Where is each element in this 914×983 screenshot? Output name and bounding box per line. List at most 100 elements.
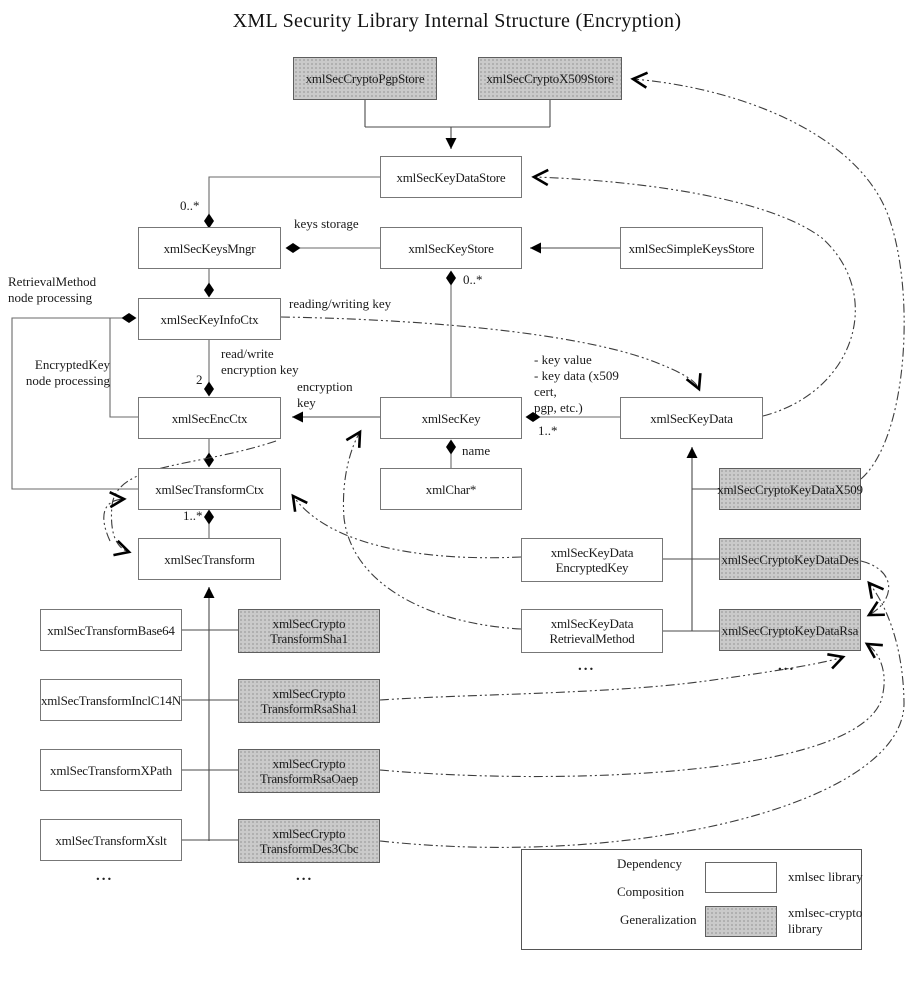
- node-xmlsectransformxslt: xmlSecTransformXslt: [40, 819, 182, 861]
- comp-keydatastore-keysmngr: [204, 176, 380, 229]
- legend-swatch-xmlsec: [705, 862, 777, 893]
- gen-transform-stubs: [182, 629, 238, 841]
- node-xmlsectransform: xmlSecTransform: [138, 538, 281, 580]
- node-xmlseckeysmngr: xmlSecKeysMngr: [138, 227, 281, 269]
- node-xmlseccryptokeydatarsa: xmlSecCryptoKeyDataRsa: [719, 609, 861, 651]
- label-multiplicity-two: 2: [196, 372, 203, 387]
- node-xmlseccryptokeydatades: xmlSecCryptoKeyDataDes: [719, 538, 861, 580]
- label-encryptedkey-note-line2: node processing: [25, 373, 110, 388]
- label-name: name: [462, 443, 491, 458]
- legend-swatch-xmlsec-crypto: [705, 906, 777, 937]
- node-xmlseccryptokeydatax509: xmlSecCryptoKeyDataX509: [717, 468, 863, 510]
- label-reading-writing-key: reading/writing key: [289, 296, 392, 311]
- node-xmlsectransformctx: xmlSecTransformCtx: [138, 468, 281, 510]
- dep-encryptedkey-transformctx: [291, 493, 522, 559]
- label-key-value-line1: - key value: [534, 352, 592, 367]
- node-label: xmlSecTransformXslt: [55, 832, 167, 848]
- node-label: xmlSecKeyDataStore: [396, 169, 506, 185]
- dep-cryptokeydatax509-x509store: [630, 71, 905, 480]
- node-label: xmlSecKeyData: [650, 410, 733, 426]
- composition-lines: [11, 176, 620, 538]
- legend-label-xmlsec-library: xmlsec library: [788, 869, 863, 884]
- node-xmlseckeystore: xmlSecKeyStore: [380, 227, 522, 269]
- label-read-write-line2: encryption key: [221, 362, 299, 377]
- node-label: xmlSecKeyInfoCtx: [160, 311, 259, 327]
- node-xmlchar: xmlChar*: [380, 468, 522, 510]
- legend-label-dependency: Dependency: [617, 856, 682, 871]
- label-multiplicity-transformctx: 1..*: [183, 508, 203, 523]
- label-encryption-key-line1: encryption: [297, 379, 353, 394]
- node-xmlseccryptox509store: xmlSecCryptoX509Store: [478, 57, 622, 100]
- ellipsis-transforms-right: ...: [296, 868, 314, 884]
- legend-label-composition: Composition: [617, 884, 685, 899]
- diagram-title: XML Security Library Internal Structure …: [232, 10, 682, 32]
- node-xmlseccryptopgpstore: xmlSecCryptoPgpStore: [293, 57, 437, 100]
- label-multiplicity-key: 1..*: [538, 423, 558, 438]
- node-xmlseckeydatastore: xmlSecKeyDataStore: [380, 156, 522, 198]
- node-xmlsectransforminclc14n: xmlSecTransformInclC14N: [40, 679, 182, 721]
- node-label: xmlSecTransformInclC14N: [40, 692, 182, 708]
- node-xmlseckeyinfoctx: xmlSecKeyInfoCtx: [138, 298, 281, 340]
- label-retrievalmethod-note-line1: RetrievalMethod: [8, 274, 97, 289]
- node-xmlsecencctx: xmlSecEncCtx: [138, 397, 281, 439]
- dep-hook-transformctx: [103, 490, 127, 542]
- label-encryptedkey-note-line1: EncryptedKey: [34, 357, 110, 372]
- label-read-write-line1: read/write: [221, 346, 274, 361]
- label-key-value-line4: pgp, etc.): [534, 400, 583, 415]
- dep-retrievalmethod-key: [342, 429, 522, 630]
- legend: [521, 849, 862, 950]
- legend-label-crypto-library-line1: xmlsec-crypto: [788, 905, 863, 920]
- dep-rsasha1-keydatarsa: [379, 653, 846, 701]
- dep-keydata-keydatastore: [531, 168, 856, 417]
- gen-keydata-stubs: [663, 488, 719, 632]
- ellipsis-keydata-right: ...: [778, 658, 796, 674]
- node-xmlsecsimplekeysstore: xmlSecSimpleKeysStore: [620, 227, 763, 269]
- legend-label-crypto-library-line2: library: [788, 921, 823, 936]
- dependency-lines: [103, 71, 905, 848]
- node-label: xmlSecCryptoKeyDataDes: [721, 551, 859, 567]
- label-multiplicity-keystore: 0..*: [463, 272, 483, 287]
- node-label: xmlSecTransformBase64: [47, 622, 175, 638]
- node-label: xmlSecKey: [421, 410, 481, 426]
- dep-rsaoaep-keydatarsa: [379, 642, 885, 778]
- node-xmlseckeydata: xmlSecKeyData: [620, 397, 763, 439]
- label-key-value-line3: cert,: [534, 384, 557, 399]
- generalization-lines: [182, 100, 719, 841]
- gen-stores-connector: [364, 100, 551, 128]
- node-xmlsectransformxpath: xmlSecTransformXPath: [40, 749, 182, 791]
- label-keys-storage: keys storage: [294, 216, 359, 231]
- legend-label-generalization: Generalization: [620, 912, 697, 927]
- node-label: xmlSecCryptoKeyDataRsa: [721, 622, 859, 638]
- label-key-value-line2: - key data (x509: [534, 368, 619, 383]
- node-xmlseckey: xmlSecKey: [380, 397, 522, 439]
- node-label: xmlChar*: [425, 481, 477, 497]
- node-label: xmlSecCryptoPgpStore: [305, 71, 425, 86]
- node-label: xmlSecSimpleKeysStore: [628, 240, 755, 256]
- node-xmlsectransformbase64: xmlSecTransformBase64: [40, 609, 182, 651]
- node-label: xmlSecCryptoKeyDataX509: [717, 481, 863, 497]
- label-retrievalmethod-note-line2: node processing: [8, 290, 93, 305]
- node-label: xmlSecKeysMngr: [163, 240, 256, 256]
- label-multiplicity-keysmngr: 0..*: [180, 198, 200, 213]
- node-label: xmlSecKeyStore: [408, 240, 494, 256]
- dep-des3cbc-keydatades: [379, 580, 905, 848]
- label-encryption-key-line2: key: [297, 395, 316, 410]
- comp-retrievalmethod-loop: [11, 313, 138, 490]
- node-label: xmlSecCryptoX509Store: [486, 71, 614, 86]
- dep-encctx-transform: [110, 440, 277, 557]
- comp-encryptedkey-branch: [109, 318, 138, 418]
